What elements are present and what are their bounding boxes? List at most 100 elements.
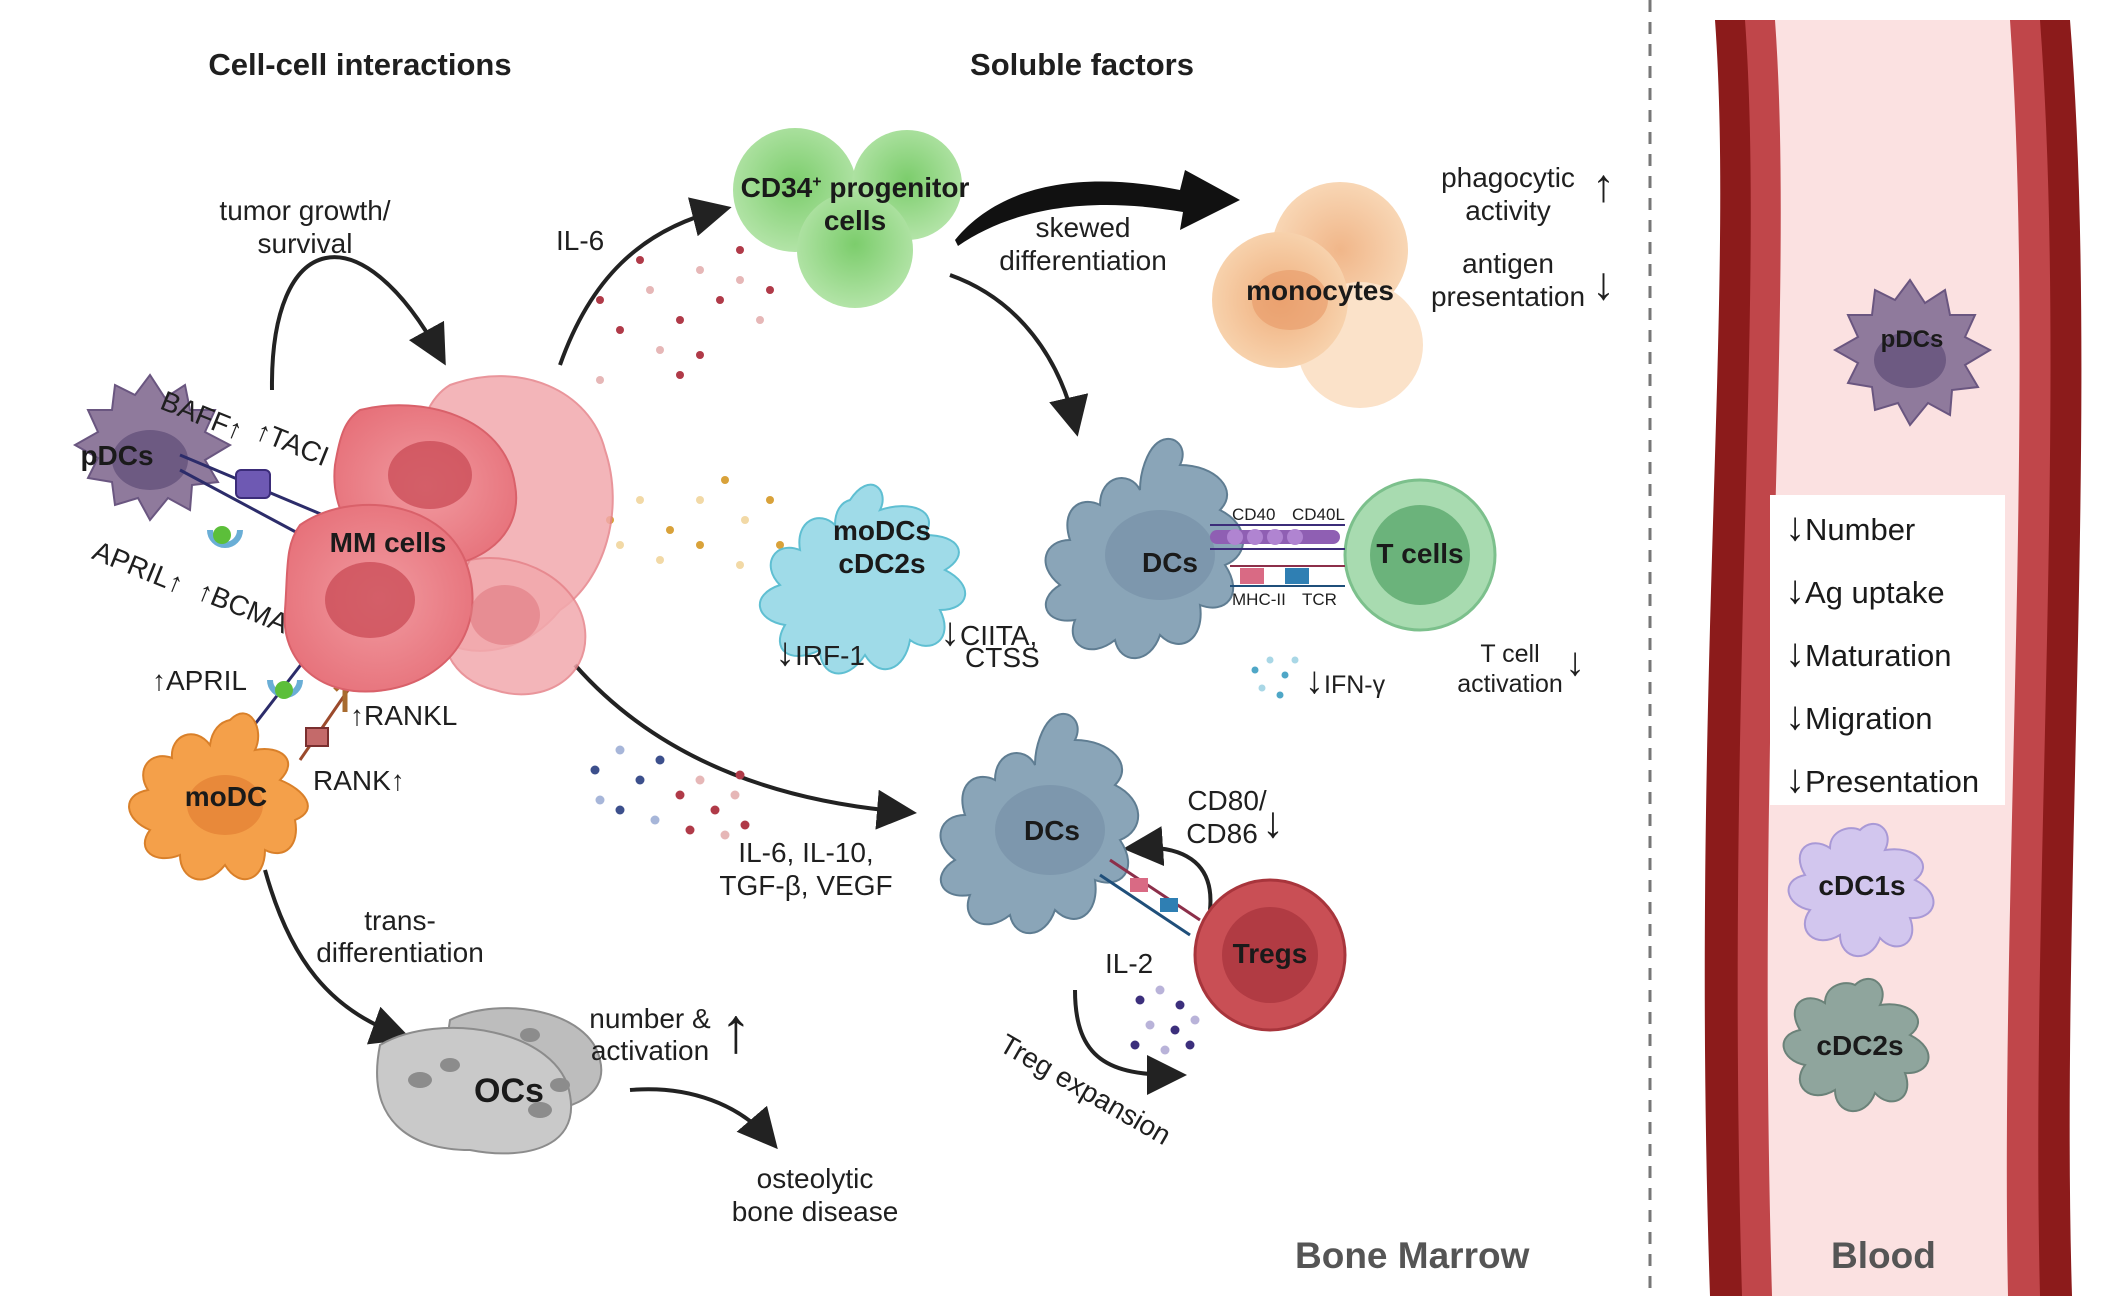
il2-dots [1130, 985, 1200, 1055]
mm-cells-cluster [283, 375, 614, 696]
label-trans-1: trans- [364, 905, 436, 936]
arrow-cd34-to-dc [949, 273, 1089, 437]
label-phagocytic-2: activity [1465, 195, 1551, 226]
arrow-skewed-differentiation [955, 170, 1240, 246]
blood-box-migration: ↓Migration [1785, 694, 1933, 738]
monocytes-cluster [1212, 182, 1423, 408]
label-blood-pdcs: pDCs [1880, 326, 1944, 353]
blood-pdc-cell [1832, 278, 1993, 427]
arrow-number-up: ↑ [720, 994, 752, 1066]
label-cd40l: CD40L [1292, 505, 1345, 524]
label-il6: IL-6 [556, 225, 605, 256]
label-blood-cdc2s: cDC2s [1816, 1030, 1904, 1061]
label-mhc: MHC-II [1232, 590, 1286, 609]
mhc-tcr-pair [1230, 565, 1345, 587]
label-il2: IL-2 [1105, 948, 1154, 979]
blood-box-number: ↓Number [1785, 505, 1916, 549]
label-antigen-1: antigen [1462, 248, 1554, 279]
april-ligand-2 [275, 681, 293, 699]
label-cdc2s: cDC2s [838, 548, 926, 579]
ifn-dots [1251, 656, 1299, 699]
label-irf1: ↓IRF-1 [775, 630, 865, 674]
label-factors-2: TGF-β, VEGF [719, 870, 893, 901]
blood-changes-box [1770, 495, 2005, 805]
label-tcells: T cells [1376, 538, 1464, 569]
arrow-mm-to-dc-bottom [573, 663, 917, 830]
label-ciita: ↓CIITA, [940, 610, 1038, 654]
label-pdcs: pDCs [80, 440, 154, 471]
blood-box-ag-uptake: ↓Ag uptake [1785, 568, 1945, 612]
arrow-tumor-growth [269, 255, 446, 391]
label-ocs: OCs [474, 1072, 544, 1110]
rank-receptor [305, 727, 329, 747]
label-mm-cells: MM cells [329, 527, 447, 558]
arrow-treg-to-dc [1123, 826, 1213, 911]
heading-cell-cell: Cell-cell interactions [208, 47, 512, 82]
label-modc: moDC [184, 781, 268, 812]
baff-taci-receptor [235, 469, 271, 499]
blood-box-maturation: ↓Maturation [1785, 631, 1952, 675]
cd34-progenitor-cells [733, 128, 962, 308]
dc-cell-top [1044, 438, 1245, 660]
label-tcr: TCR [1302, 590, 1337, 609]
label-antigen-2: presentation [1430, 281, 1586, 312]
label-phagocytic-1: phagocytic [1441, 162, 1575, 193]
blood-box-presentation: ↓Presentation [1785, 757, 1980, 801]
label-trans-2: differentiation [316, 937, 484, 968]
modcs-cdc2s-cell [759, 483, 966, 675]
label-skewed-1: skewed [1035, 212, 1131, 243]
blood-cdc2-cell [1782, 978, 1930, 1112]
label-cd34: CD34+ progenitor [740, 172, 970, 203]
treg-cell [1193, 878, 1347, 1032]
arrow-osteolytic [629, 1087, 778, 1150]
label-rankl: ↑RANKL [350, 700, 458, 731]
label-number-2: activation [590, 1035, 710, 1066]
arrow-treg-expansion [1073, 989, 1187, 1095]
arrow-antigen-down: ↓ [1592, 257, 1615, 309]
label-osteolytic-2: bone disease [731, 1196, 899, 1227]
arrow-tcell-activation-down: ↓ [1565, 640, 1585, 684]
t-cell [1343, 478, 1497, 632]
label-monocytes: monocytes [1246, 275, 1394, 306]
dc-treg-synapse [1099, 858, 1201, 937]
label-cd40: CD40 [1232, 505, 1276, 524]
mixed-cytokine-dots [590, 745, 750, 840]
label-april-2: ↑APRIL [152, 665, 247, 696]
arrow-phagocytic-up: ↑ [1592, 159, 1615, 211]
label-factors-1: IL-6, IL-10, [738, 837, 874, 868]
label-bone-marrow: Bone Marrow [1295, 1235, 1530, 1276]
label-blood-cdc1s: cDC1s [1818, 870, 1906, 901]
label-dcs-bottom: DCs [1023, 815, 1081, 846]
label-number-1: number & [589, 1003, 711, 1034]
label-cd34-2: cells [823, 205, 887, 236]
label-tumor-growth-2: survival [257, 228, 353, 259]
yellow-dots [606, 476, 804, 599]
cd40-cd40l-pair [1210, 524, 1345, 550]
label-blood: Blood [1831, 1235, 1936, 1276]
arrow-il6 [558, 197, 732, 366]
label-osteolytic-1: osteolytic [756, 1163, 874, 1194]
label-ifn: ↓IFN-γ [1305, 660, 1386, 702]
label-tregs: Tregs [1232, 938, 1308, 969]
modc-cell [128, 712, 309, 881]
osteoclasts [376, 1007, 603, 1155]
label-ctss: CTSS [965, 642, 1040, 673]
heading-soluble-factors: Soluble factors [970, 47, 1194, 82]
label-cd86: CD86 [1186, 818, 1258, 849]
arrow-trans-diff [263, 869, 412, 1045]
blood-cdc1-cell [1787, 823, 1935, 957]
label-tcell-activation-2: activation [1457, 670, 1563, 698]
bcma-receptor [207, 529, 243, 548]
label-tcell-activation-1: T cell [1480, 640, 1540, 668]
il6-dots [596, 246, 774, 384]
label-skewed-2: differentiation [999, 245, 1167, 276]
label-rank: RANK↑ [313, 765, 405, 796]
dc-cell-bottom [939, 713, 1140, 935]
label-cd80: CD80/ [1187, 785, 1267, 816]
label-dcs-top: DCs [1141, 547, 1199, 578]
label-modcs: moDCs [832, 515, 932, 546]
arrow-cd80-down: ↓ [1262, 798, 1284, 847]
label-tumor-growth-1: tumor growth/ [219, 195, 391, 226]
pdc-cell-marrow [72, 373, 233, 522]
